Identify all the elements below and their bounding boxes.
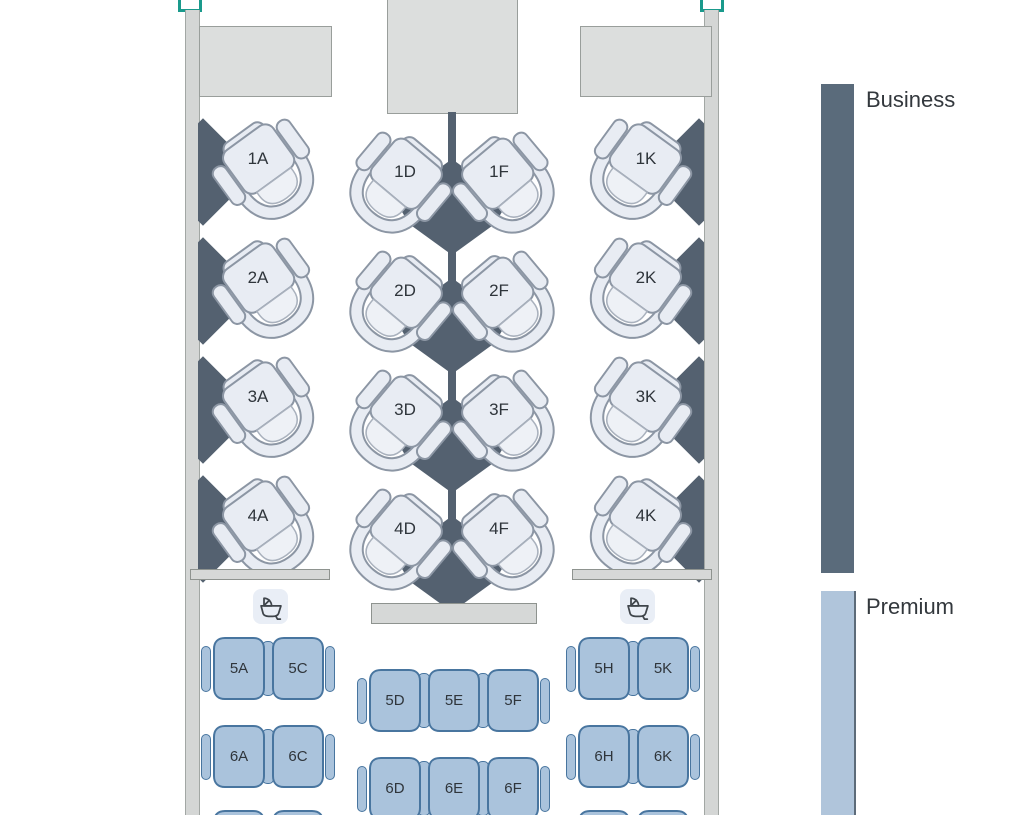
- seat-row7-partial[interactable]: [270, 808, 326, 815]
- seat-6A[interactable]: 6A: [211, 723, 267, 790]
- seat-2K[interactable]: 2K: [569, 223, 704, 358]
- seat-label: 1D: [394, 162, 416, 181]
- seat-label: 5E: [444, 692, 464, 709]
- armrest: [540, 678, 550, 724]
- seat-label: 5A: [229, 660, 249, 677]
- seat-label: 6K: [653, 748, 673, 765]
- seat-label: 6F: [504, 780, 522, 797]
- seat-row7-partial[interactable]: [576, 808, 632, 815]
- seat-6H[interactable]: 6H: [576, 723, 632, 790]
- armrest: [325, 734, 335, 780]
- galley-right: [580, 26, 712, 97]
- cabin-divider-left: [190, 569, 330, 580]
- seat-label: 3F: [489, 400, 509, 419]
- armrest: [690, 646, 700, 692]
- legend-swatch-premium: [821, 591, 856, 815]
- armrest: [540, 766, 550, 812]
- galley-left: [199, 26, 332, 97]
- seat-label: 6D: [385, 780, 405, 797]
- seat-6F[interactable]: 6F: [485, 755, 541, 815]
- seat-4F[interactable]: 4F: [440, 475, 576, 611]
- seat-label: 5K: [653, 660, 673, 677]
- seat-label: 3A: [247, 387, 269, 406]
- seat-1F[interactable]: 1F: [440, 118, 576, 254]
- seat-label: 4F: [489, 519, 509, 538]
- armrest: [201, 646, 211, 692]
- seat-6E[interactable]: 6E: [426, 755, 482, 815]
- seat-5K[interactable]: 5K: [635, 635, 691, 702]
- armrest: [566, 646, 576, 692]
- seat-4K[interactable]: 4K: [569, 461, 704, 596]
- seat-5E[interactable]: 5E: [426, 667, 482, 734]
- legend-swatch-business: [821, 84, 854, 573]
- seat-label: 2A: [247, 268, 269, 287]
- seat-6D[interactable]: 6D: [367, 755, 423, 815]
- cabin-divider-right: [572, 569, 712, 580]
- cabin-divider-center: [371, 603, 537, 624]
- seat-1D[interactable]: 1D: [328, 118, 464, 254]
- seat-label: 4D: [394, 519, 416, 538]
- seat-label: 5H: [594, 660, 614, 677]
- seat-label: 5C: [288, 660, 308, 677]
- seat-label: 2F: [489, 281, 509, 300]
- seat-5C[interactable]: 5C: [270, 635, 326, 702]
- legend-label-premium: Premium: [866, 594, 955, 619]
- seat-4A[interactable]: 4A: [200, 461, 335, 596]
- seat-3A[interactable]: 3A: [200, 342, 335, 477]
- seat-label: 2D: [394, 281, 416, 300]
- seat-label: 6C: [288, 748, 308, 765]
- seat-5D[interactable]: 5D: [367, 667, 423, 734]
- seat-5A[interactable]: 5A: [211, 635, 267, 702]
- seat-row7-partial[interactable]: [211, 808, 267, 815]
- seat-3F[interactable]: 3F: [440, 356, 576, 492]
- seat-label: 4K: [635, 506, 657, 525]
- seat-label: 1K: [635, 149, 657, 168]
- seat-1A[interactable]: 1A: [200, 104, 335, 239]
- armrest: [690, 734, 700, 780]
- seat-2A[interactable]: 2A: [200, 223, 335, 358]
- armrest: [325, 646, 335, 692]
- seat-label: 3D: [394, 400, 416, 419]
- bassinet-icon: [620, 589, 655, 624]
- armrest: [357, 766, 367, 812]
- seat-1K[interactable]: 1K: [569, 104, 704, 239]
- seat-6C[interactable]: 6C: [270, 723, 326, 790]
- seat-label: 6E: [444, 780, 464, 797]
- galley-center: [387, 0, 518, 114]
- seat-6K[interactable]: 6K: [635, 723, 691, 790]
- seat-label: 5D: [385, 692, 405, 709]
- seat-label: 1A: [247, 149, 269, 168]
- seat-3K[interactable]: 3K: [569, 342, 704, 477]
- armrest: [201, 734, 211, 780]
- seat-row7-partial[interactable]: [635, 808, 691, 815]
- bassinet-icon: [253, 589, 288, 624]
- seat-label: 2K: [635, 268, 657, 287]
- armrest: [357, 678, 367, 724]
- seat-label: 5F: [504, 692, 522, 709]
- seat-2F[interactable]: 2F: [440, 237, 576, 373]
- seat-5F[interactable]: 5F: [485, 667, 541, 734]
- seat-label: 6A: [229, 748, 249, 765]
- armrest: [566, 734, 576, 780]
- seat-label: 3K: [635, 387, 657, 406]
- seat-label: 6H: [594, 748, 614, 765]
- seat-label: 1F: [489, 162, 509, 181]
- seat-label: 4A: [247, 506, 269, 525]
- seat-2D[interactable]: 2D: [328, 237, 464, 373]
- seat-5H[interactable]: 5H: [576, 635, 632, 702]
- fuselage-wall-right: [704, 10, 719, 815]
- legend-label-business: Business: [866, 87, 956, 112]
- seat-4D[interactable]: 4D: [328, 475, 464, 611]
- seat-3D[interactable]: 3D: [328, 356, 464, 492]
